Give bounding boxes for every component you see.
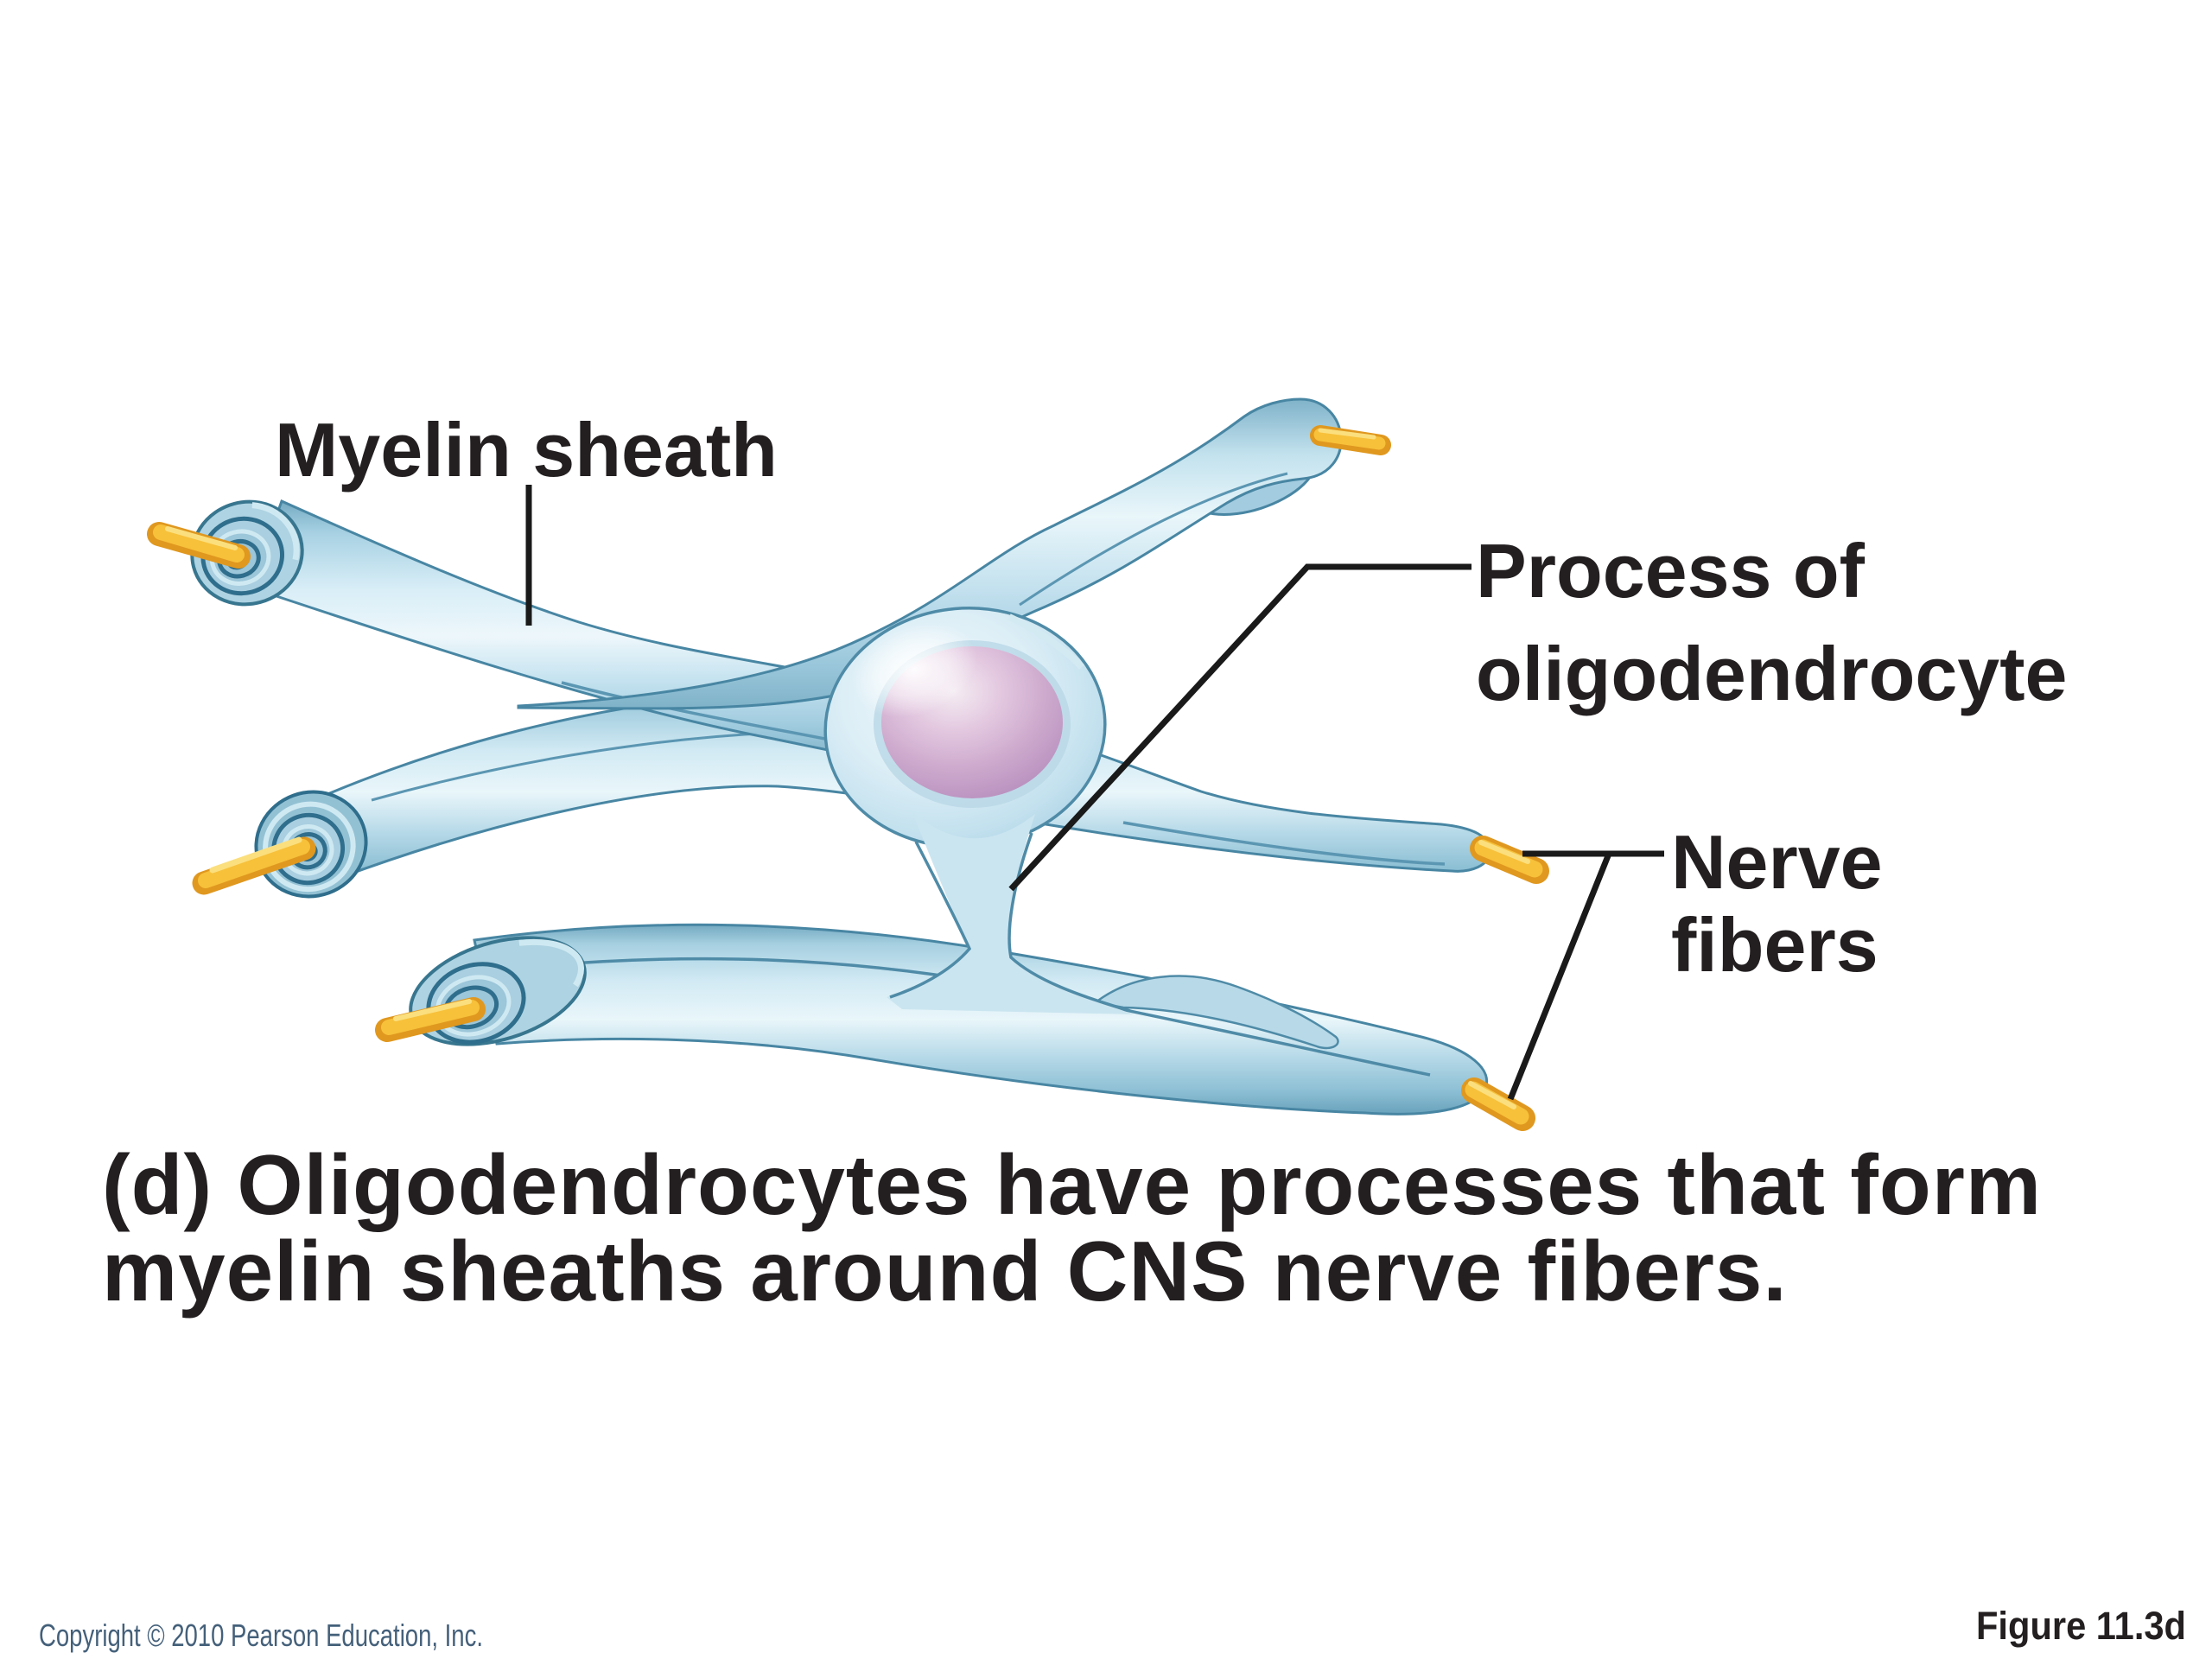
svg-text:Figure 11.3d: Figure 11.3d [1976, 1604, 2186, 1648]
svg-text:Nerve: Nerve [1671, 819, 1883, 905]
svg-text:myelin sheaths around CNS nerv: myelin sheaths around CNS nerve fibers. [102, 1224, 1788, 1319]
svg-text:(d) Oligodendrocytes have proc: (d) Oligodendrocytes have processes that… [102, 1137, 2042, 1232]
svg-text:Copyright © 2010 Pearson Educa: Copyright © 2010 Pearson Education, Inc. [39, 1618, 483, 1653]
svg-text:Myelin sheath: Myelin sheath [275, 407, 778, 493]
svg-text:oligodendrocyte: oligodendrocyte [1476, 631, 2068, 716]
svg-text:Process of: Process of [1476, 528, 1866, 613]
svg-text:fibers: fibers [1671, 902, 1878, 988]
